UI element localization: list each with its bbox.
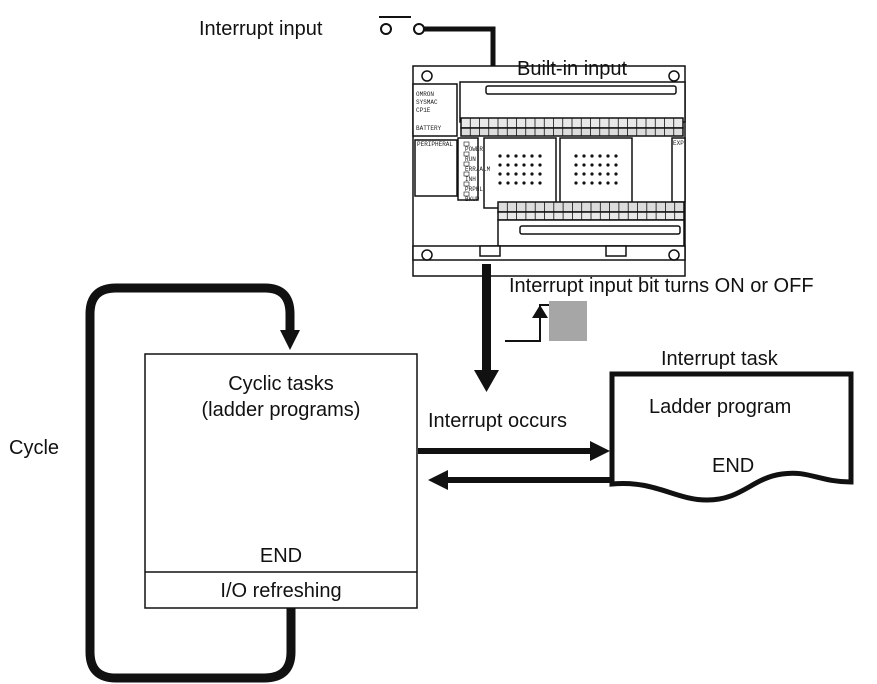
plc-io-dot (514, 163, 518, 167)
plc-io-dot (530, 172, 534, 176)
plc-battery-label: BATTERY (416, 125, 442, 132)
plc-io-dot (598, 181, 602, 185)
plc-io-dot (590, 172, 594, 176)
plc-io-dot (582, 181, 586, 185)
plc-io-dot (614, 181, 618, 185)
plc-terminals (460, 118, 685, 220)
plc-led-indicator (463, 171, 470, 177)
plc-io-dot (498, 154, 502, 158)
cyclic-tasks-line-2: (ladder programs) (201, 399, 361, 421)
plc-io-dot (538, 154, 542, 158)
plc-io-dot (606, 163, 610, 167)
plc-led-label: POWER (465, 146, 483, 153)
plc-io-dot (538, 172, 542, 176)
plc-io-dot (590, 163, 594, 167)
plc-led-indicator (463, 141, 470, 147)
plc-io-dot (498, 181, 502, 185)
plc-io-dot (538, 181, 542, 185)
plc-io-dot (598, 172, 602, 176)
io-refreshing-label: I/O refreshing (220, 580, 342, 602)
interrupt-input-label: Interrupt input (199, 18, 323, 40)
plc-io-dot (614, 163, 618, 167)
ladder-program-label: Ladder program (649, 396, 792, 418)
signal-edge-icon (505, 301, 587, 342)
plc-io-dot (574, 172, 578, 176)
plc-io-dot (530, 154, 534, 158)
plc-io-dot (514, 172, 518, 176)
plc-led-label: INH (465, 176, 476, 183)
interrupt-arrow-shaft (482, 264, 491, 372)
plc-io-dot (598, 163, 602, 167)
plc-io-dot (522, 154, 526, 158)
plc-io-dots (498, 154, 618, 185)
plc-io-dot (522, 181, 526, 185)
plc-io-dot (522, 163, 526, 167)
plc-io-dot (574, 181, 578, 185)
plc-status-leds: POWER RUN ERR/ALM INH PRPHL BKUP (463, 141, 491, 203)
interrupt-occurs-arrow-head (590, 441, 610, 461)
interrupt-task-box (609, 371, 854, 503)
switch-symbol (379, 16, 425, 35)
plc-io-dot (506, 154, 510, 158)
task-end-label: END (712, 455, 755, 477)
plc-io-dot (574, 163, 578, 167)
plc-led-indicator (463, 161, 470, 167)
plc-io-dot (582, 154, 586, 158)
plc-io-dot (606, 154, 610, 158)
plc-io-dot (498, 163, 502, 167)
plc-peripheral-label: PERIPHERAL (417, 141, 453, 148)
plc-led-indicator (463, 191, 470, 197)
plc-led-indicator (463, 181, 470, 187)
plc-io-dot (590, 181, 594, 185)
cyclic-tasks-line-1: Cyclic tasks (228, 373, 334, 395)
interrupt-arrow-head (474, 370, 499, 392)
cyclic-end-label: END (259, 545, 303, 567)
plc-io-dot (538, 163, 542, 167)
plc-io-dot (614, 172, 618, 176)
plc-io-dot (590, 154, 594, 158)
cyclic-tasks-title: Cyclic tasks (ladder programs) (145, 371, 417, 423)
plc-io-dot (514, 154, 518, 158)
return-arrow-head (428, 470, 448, 490)
plc-led-indicator (463, 151, 470, 157)
built-in-input-label: Built-in input (517, 58, 628, 80)
plc-io-dot (582, 163, 586, 167)
plc-led-label: PRPHL (465, 186, 483, 193)
interrupt-occurs-label: Interrupt occurs (428, 410, 567, 432)
plc-io-dot (498, 172, 502, 176)
plc-io-dot (606, 181, 610, 185)
cycle-loop (85, 283, 296, 683)
plc-io-dot (514, 181, 518, 185)
plc-led-label: BKUP (465, 196, 480, 203)
plc-led-label: RUN (465, 156, 476, 163)
plc-io-dot (574, 154, 578, 158)
plc-exp-label: EXP (673, 140, 684, 147)
plc-brand-line-3: CP1E (416, 107, 431, 114)
plc-io-dot (530, 181, 534, 185)
plc-io-dot (598, 154, 602, 158)
interrupt-task-label: Interrupt task (661, 348, 778, 370)
plc-io-dot (522, 172, 526, 176)
cycle-arrow-head (280, 330, 300, 350)
plc-io-dot (606, 172, 610, 176)
plc-io-dot (506, 163, 510, 167)
plc-io-dot (506, 181, 510, 185)
plc-io-dot (530, 163, 534, 167)
bit-turns-label: Interrupt input bit turns ON or OFF (509, 275, 814, 297)
cycle-label: Cycle (9, 437, 60, 459)
plc-unit (412, 65, 686, 277)
plc-io-dot (506, 172, 510, 176)
plc-brand-line-2: SYSMAC (416, 99, 438, 106)
plc-led-label: ERR/ALM (465, 166, 491, 173)
cyclic-tasks-box (144, 353, 418, 609)
plc-io-dot (614, 154, 618, 158)
plc-brand-line-1: OMRON (416, 91, 434, 98)
plc-io-dot (582, 172, 586, 176)
